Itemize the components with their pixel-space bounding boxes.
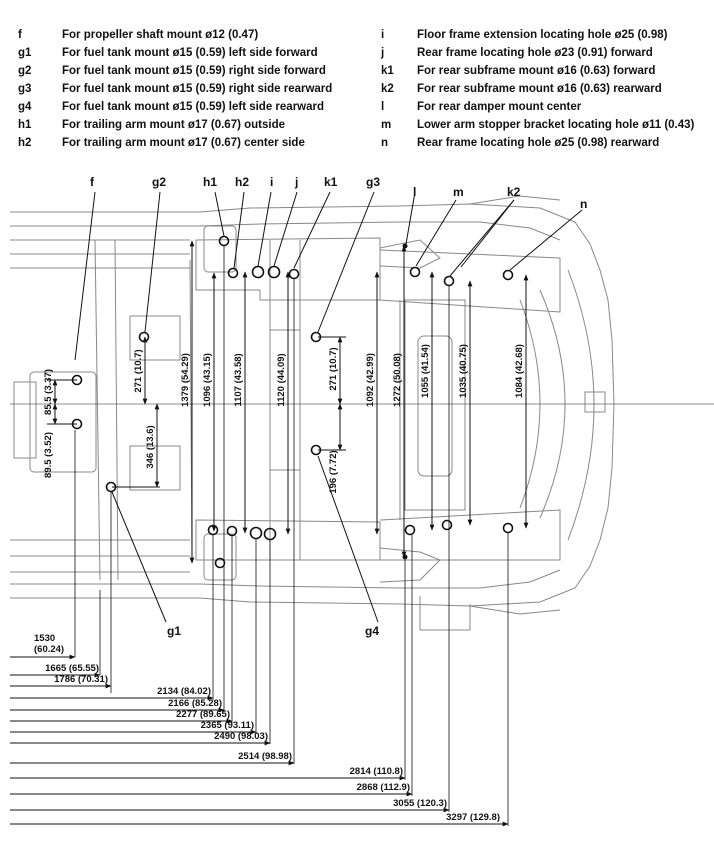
dim-1786: 1786 (70.31) [54,674,108,685]
callout-j: j [294,175,298,189]
hole-h1-lower-b [214,557,226,569]
callout-f: f [90,175,95,189]
point-l-lower [402,554,408,560]
dim-1107: 1107 (43.58) [233,353,244,406]
hole-h1-upper [218,235,230,247]
dim-346: 346 (13.6) [145,425,156,468]
callout-leaders [74,191,583,623]
dim-1035: 1035 (40.75) [458,344,469,398]
hole-n-lower [502,522,514,534]
hole-i-upper [251,265,265,279]
vertical-dimension-lines [47,240,529,564]
hole-m-upper [409,266,421,278]
hole-k2-upper [443,275,455,287]
dim-1120: 1120 (44.09) [276,353,287,406]
hole-h2-upper [227,267,239,279]
callout-h1: h1 [203,175,217,189]
callout-labels: f g2 h1 h2 i j k1 g3 l m k2 n g1 g4 [90,175,587,638]
dim-1084: 1084 (42.68) [514,344,525,398]
callout-k2: k2 [507,185,521,199]
hole-j-upper [267,265,281,279]
dim-2514: 2514 (98.98) [238,751,292,762]
horizontal-dimension-labels: 1530 (60.24) 1665 (65.55) 1786 (70.31) 2… [34,633,500,823]
dim-1055: 1055 (41.54) [420,344,431,398]
dim-1665: 1665 (65.55) [45,663,99,674]
hole-k2-lower [441,519,453,531]
dim-1092: 1092 (42.99) [365,353,376,407]
hole-i-lower [249,526,263,540]
callout-g4: g4 [365,624,379,638]
callout-k1: k1 [324,175,338,189]
callout-g2: g2 [152,175,166,189]
point-l-upper [402,243,408,249]
callout-m: m [453,185,464,199]
dim-89-5: 89.5 (3.52) [43,432,54,478]
dim-3297: 3297 (129.8) [446,812,500,823]
callout-l: l [413,185,416,199]
callout-n: n [580,197,587,211]
horizontal-dimension-lines [10,654,509,827]
callout-g1: g1 [167,624,181,638]
reference-holes [71,235,514,569]
callout-i: i [270,175,273,189]
dim-2365: 2365 (93.11) [201,720,254,731]
dim-1530-inch: (60.24) [34,644,64,655]
extension-lines [74,245,509,826]
dim-2868: 2868 (112.9) [357,782,410,793]
body-outline [10,195,615,631]
vertical-dimension-labels: 85.5 (3.37) 89.5 (3.52) 271 (10.7) 346 (… [43,344,525,494]
dim-1379: 1379 (54.29) [180,353,191,407]
dim-2134: 2134 (84.02) [157,686,211,697]
dim-85-5: 85.5 (3.37) [43,369,54,415]
hole-m-lower [404,524,416,536]
hole-k1-upper [288,268,300,280]
hole-h2-lower [226,525,238,537]
dim-2814: 2814 (110.8) [350,766,403,777]
callout-h2: h2 [235,175,249,189]
hole-g2 [138,331,150,343]
dim-2490: 2490 (98.03) [214,731,268,742]
hole-n-upper [502,269,514,281]
dim-3055: 3055 (120.3) [393,798,447,809]
dim-196: 196 (7.72) [328,450,339,493]
hole-h1-lower [207,524,219,536]
callout-g3: g3 [366,175,380,189]
dim-2277: 2277 (89.65) [176,709,230,720]
dim-1096: 1096 (43.15) [202,353,213,407]
dim-2166: 2166 (85.28) [168,698,222,709]
dim-1530: 1530 [34,633,55,644]
dim-271-rear: 271 (10.7) [328,347,339,390]
dim-1272: 1272 (50.08) [392,353,403,407]
dim-271-front: 271 (10.7) [133,349,144,392]
